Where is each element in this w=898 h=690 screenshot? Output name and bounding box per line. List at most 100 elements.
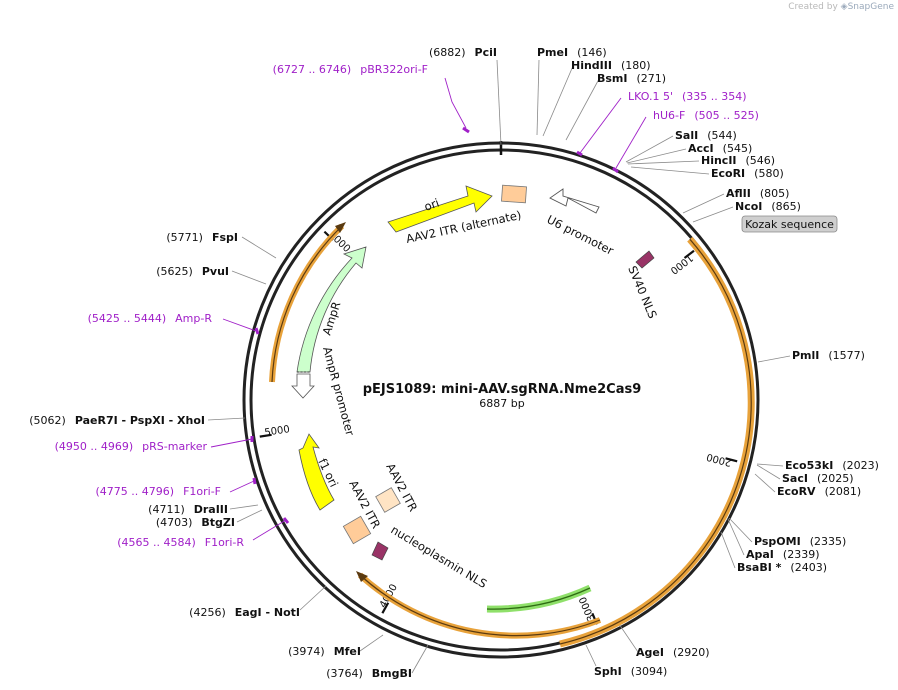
orf-arc-lower-line [359,574,601,637]
enzyme-label[interactable]: PmlI(1577) [792,349,865,362]
enzyme-label[interactable]: (5771) FspI [166,231,238,244]
primer-label[interactable]: (4775 .. 4796)F1ori-F [96,485,222,498]
enzyme-leader-line [299,585,327,611]
primer-label[interactable]: (5425 .. 5444)Amp-R [88,312,213,325]
orf-arc-upper-left-line [271,225,343,383]
primer-range: (505 .. 525) [694,109,759,122]
primer-label[interactable]: LKO.1 5'(335 .. 354) [628,90,747,103]
enzyme-label[interactable]: SacI(2025) [782,472,854,485]
primer-range: (4775 .. 4796) [96,485,175,498]
enzyme-label[interactable]: EcoRV(2081) [777,485,861,498]
aav2-itr-lower-feature[interactable] [342,515,372,545]
enzyme-name: AflII [726,187,751,200]
enzyme-position: (2920) [673,646,710,659]
enzyme-label[interactable]: NcoI(865) [735,200,801,213]
tick-label: 3000 [578,595,598,623]
primer-name: pRS-marker [142,440,207,453]
ampr-feature[interactable] [296,246,367,373]
enzyme-name: PciI [475,46,497,59]
enzyme-position: (2023) [842,459,879,472]
nucleoplasmin-nls-feature[interactable] [371,541,389,561]
enzyme-leader-line [359,634,384,652]
ori-feature[interactable] [387,185,493,233]
enzyme-name: EagI - NotI [235,606,300,619]
aav2-itr-alt-feature[interactable] [501,184,527,204]
enzyme-leader-line [565,78,600,141]
enzyme-leader-line [542,65,574,137]
nucleoplasmin-nls-label: nucleoplasmin NLS [388,523,489,591]
cas9-orf-arc-outer[interactable] [559,236,755,648]
enzyme-label[interactable]: EcoRI(580) [711,167,784,180]
leader-lines [207,59,791,674]
enzyme-label[interactable]: SalI(544) [675,129,737,142]
aav2-itr-inner-feature[interactable] [375,487,401,513]
enzyme-label[interactable]: (3764)BmgBI [326,667,412,680]
enzyme-leader-line [692,206,734,223]
enzyme-label[interactable]: (3974)MfeI [288,645,361,658]
enzyme-label[interactable]: HincII(546) [701,154,775,167]
enzyme-leader-line [536,59,540,136]
enzyme-label[interactable]: (4711)DraIII [148,503,228,516]
enzyme-label[interactable]: (5062)PaeR7I - PspXI - XhoI [29,414,205,427]
enzyme-label[interactable]: ApaI(2339) [746,548,819,561]
enzyme-position: (271) [637,72,667,85]
primer-label[interactable]: (4565 .. 4584)F1ori-R [117,536,244,549]
enzyme-position: (5625) [156,265,193,278]
primer-range: (335 .. 354) [682,90,747,103]
enzyme-label[interactable]: (4256)EagI - NotI [189,606,300,619]
enzyme-name: PaeR7I - PspXI - XhoI [75,414,205,427]
enzyme-name: HincII [701,154,737,167]
kozak-label: Kozak sequence [745,218,834,231]
sv40-nls-feature[interactable] [635,250,655,269]
enzyme-leader-line [756,463,784,467]
cas9-orf-arc-line [559,238,752,645]
enzyme-position: (865) [771,200,801,213]
green-segment[interactable] [486,584,592,613]
enzyme-name: SphI [594,665,622,678]
ampr-promoter-feature[interactable] [291,373,315,399]
enzyme-label[interactable]: PspOMI(2335) [754,535,846,548]
primer-label[interactable]: (6727 .. 6746)pBR322ori-F [273,63,428,76]
enzyme-label[interactable]: SphI(3094) [594,665,667,678]
green-segment-line [486,587,591,610]
enzyme-label[interactable]: (4703)BtgZI [156,516,235,529]
ampr-promoter-label: AmpR promoter [320,345,357,437]
enzyme-label[interactable]: AgeI(2920) [636,646,710,659]
primer-label[interactable]: (4950 .. 4969)pRS-marker [55,440,208,453]
enzyme-label[interactable]: HindIII(180) [571,59,651,72]
enzyme-label[interactable]: BsaBI *(2403) [737,561,827,574]
enzyme-leader-line [585,644,597,667]
enzyme-label[interactable]: AflII (805) [726,187,789,200]
enzyme-label[interactable]: Eco53kI(2023) [785,459,879,472]
enzyme-position: (805) [760,187,790,200]
primer-mark-ampr [254,327,260,335]
enzyme-leader-line [411,644,429,674]
primer-label[interactable]: hU6-F (505 .. 525) [653,109,759,122]
primer-leader-line [229,480,255,493]
enzyme-leader-line [682,193,725,214]
enzyme-name: FspI [212,231,238,244]
sv40-nls-label: SV40 NLS [625,264,660,321]
enzyme-position: (580) [754,167,784,180]
primer-name: hU6-F [653,109,685,122]
u6-promoter-feature[interactable] [549,188,600,214]
enzyme-position: (180) [621,59,651,72]
enzyme-position: (544) [707,129,737,142]
enzyme-position: (545) [723,142,753,155]
kozak-badge[interactable] [741,215,838,233]
enzyme-label[interactable]: PmeI(146) [537,46,607,59]
enzyme-position: (2403) [790,561,827,574]
enzyme-name: PmlI [792,349,819,362]
tick-label: 1000 [668,252,695,276]
enzyme-position: (5771) [166,231,203,244]
enzyme-label[interactable]: (6882)PciI [429,46,497,59]
enzyme-label[interactable]: AccI(545) [688,142,752,155]
enzyme-label[interactable]: (5625)PvuI [156,265,229,278]
enzyme-label[interactable]: BsmI(271) [597,72,666,85]
primer-range: (6727 .. 6746) [273,63,352,76]
enzyme-leader-line [720,531,736,569]
f1-ori-feature[interactable] [298,433,335,511]
enzyme-leader-line [754,473,776,493]
primer-leader-line [615,116,647,169]
